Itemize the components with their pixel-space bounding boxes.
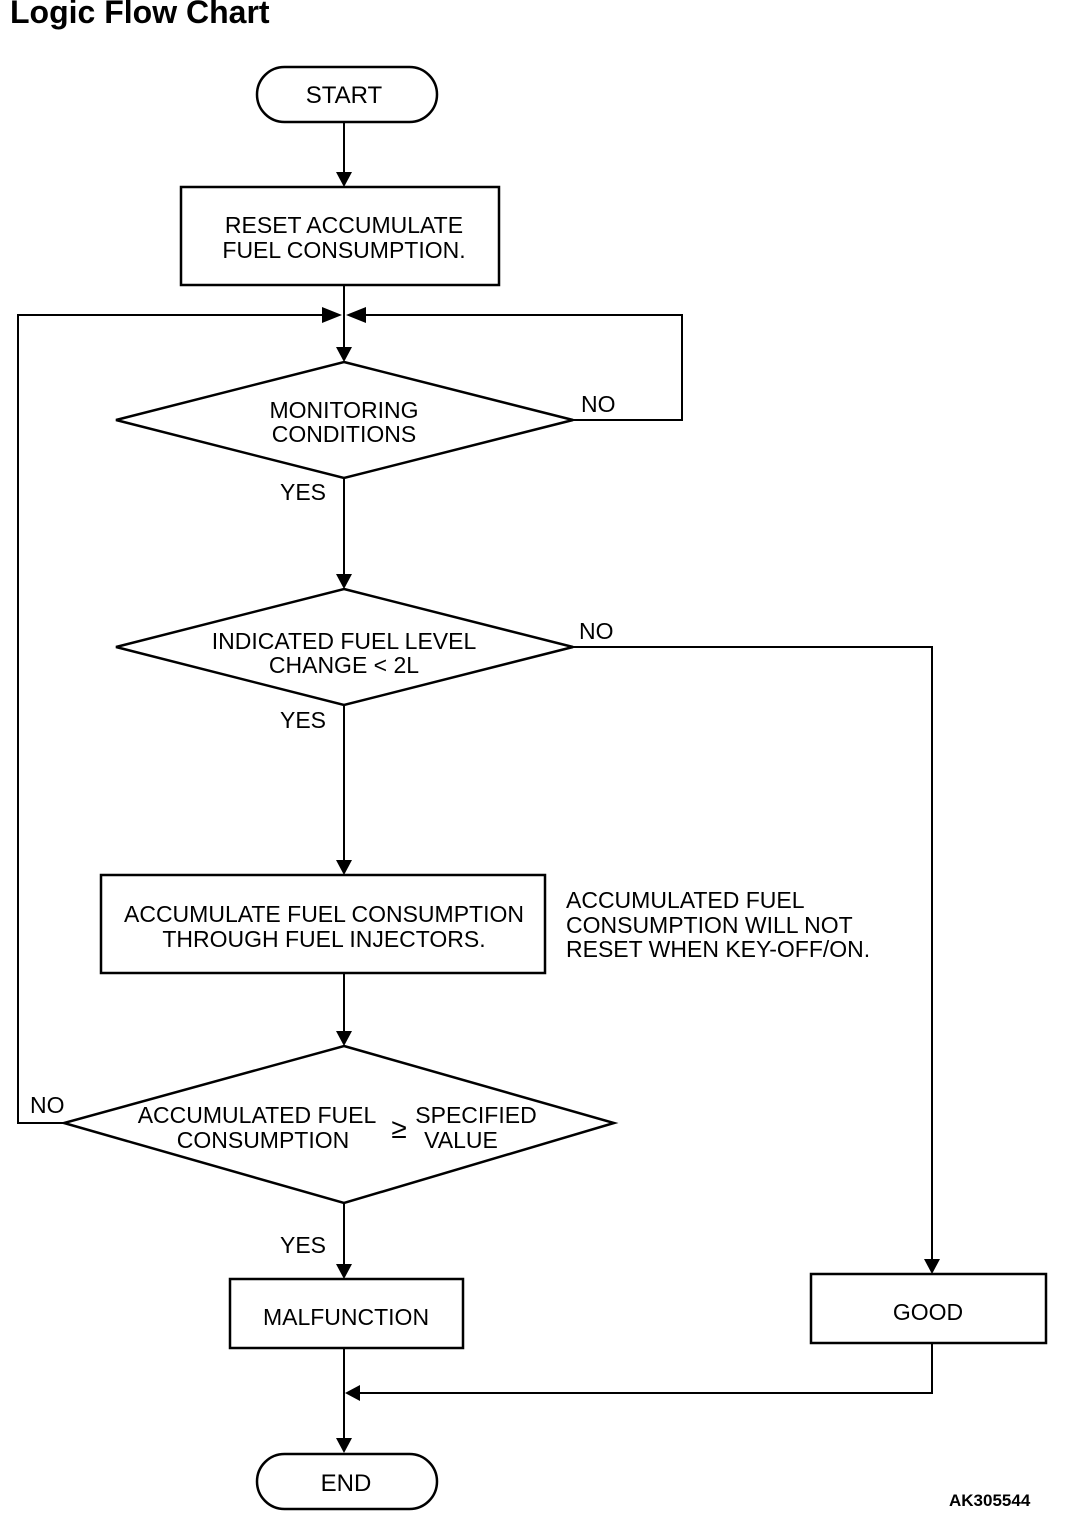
arrowhead-malfunction — [336, 1264, 352, 1279]
arrowhead-reset — [336, 172, 352, 187]
accumulate-label-line-2: THROUGH FUEL INJECTORS. — [162, 926, 485, 952]
arrowhead-good — [924, 1259, 940, 1274]
fuel-level-no-label: NO — [579, 618, 614, 644]
fuel-level-label-line-1: INDICATED FUEL LEVEL — [212, 628, 477, 654]
arrowhead-monitoring — [336, 347, 352, 362]
connector-fuel-level-no-to-good — [573, 646, 933, 1266]
compare-right-line-1: SPECIFIED — [415, 1102, 536, 1128]
accumulate-process-box: ACCUMULATE FUEL CONSUMPTION THROUGH FUEL… — [99, 873, 547, 975]
accumulation-note: ACCUMULATED FUEL CONSUMPTION WILL NOT RE… — [566, 887, 870, 962]
fuel-level-yes-label: YES — [280, 707, 326, 733]
compare-no-label: NO — [30, 1092, 65, 1118]
arrowhead-merge — [345, 1385, 360, 1401]
malfunction-label: MALFUNCTION — [263, 1304, 429, 1330]
monitoring-yes-label: YES — [280, 479, 326, 505]
drawing-code: AK305544 — [949, 1491, 1031, 1510]
compare-operator: ≥ — [391, 1113, 406, 1144]
connector-good-to-end — [352, 1343, 933, 1394]
arrowhead-compare — [336, 1031, 352, 1046]
fuel-consumption-comparison-decision: ACCUMULATED FUEL CONSUMPTION ≥ SPECIFIED… — [59, 1044, 619, 1205]
arrowhead-junction-right — [346, 307, 366, 323]
note-line-1: ACCUMULATED FUEL — [566, 887, 805, 913]
monitoring-label-line-1: MONITORING — [269, 397, 418, 423]
arrowhead-fuel-level — [336, 574, 352, 589]
good-label: GOOD — [893, 1299, 963, 1325]
connector-compare-no-loop — [17, 314, 330, 1124]
accumulate-label-line-1: ACCUMULATE FUEL CONSUMPTION — [124, 901, 524, 927]
arrowhead-junction-left — [322, 307, 342, 323]
start-label: START — [306, 82, 383, 109]
compare-yes-label: YES — [280, 1232, 326, 1258]
compare-left-line-1: ACCUMULATED FUEL — [138, 1102, 377, 1128]
good-result-box: GOOD — [809, 1272, 1048, 1345]
fuel-level-label-line-2: CHANGE < 2L — [269, 652, 419, 678]
reset-label-line-1: RESET ACCUMULATE — [225, 212, 463, 238]
monitoring-conditions-decision: MONITORING CONDITIONS — [115, 360, 574, 480]
page-title: Logic Flow Chart — [10, 0, 270, 30]
reset-process-box: RESET ACCUMULATE FUEL CONSUMPTION. — [179, 185, 501, 287]
connector-monitoring-no-loop — [358, 314, 683, 421]
start-terminal: START — [255, 65, 439, 124]
arrowhead-accumulate — [336, 860, 352, 875]
compare-left-line-2: CONSUMPTION — [177, 1127, 350, 1153]
fuel-level-change-decision: INDICATED FUEL LEVEL CHANGE < 2L — [115, 587, 574, 707]
monitoring-label-line-2: CONDITIONS — [272, 421, 416, 447]
end-terminal: END — [255, 1452, 439, 1511]
arrowhead-end — [336, 1438, 352, 1453]
note-line-3: RESET WHEN KEY-OFF/ON. — [566, 936, 870, 962]
compare-right-line-2: VALUE — [424, 1127, 498, 1153]
malfunction-result-box: MALFUNCTION — [228, 1277, 465, 1350]
note-line-2: CONSUMPTION WILL NOT — [566, 912, 853, 938]
end-label: END — [321, 1470, 372, 1497]
monitoring-no-label: NO — [581, 391, 616, 417]
reset-label-line-2: FUEL CONSUMPTION. — [222, 237, 465, 263]
